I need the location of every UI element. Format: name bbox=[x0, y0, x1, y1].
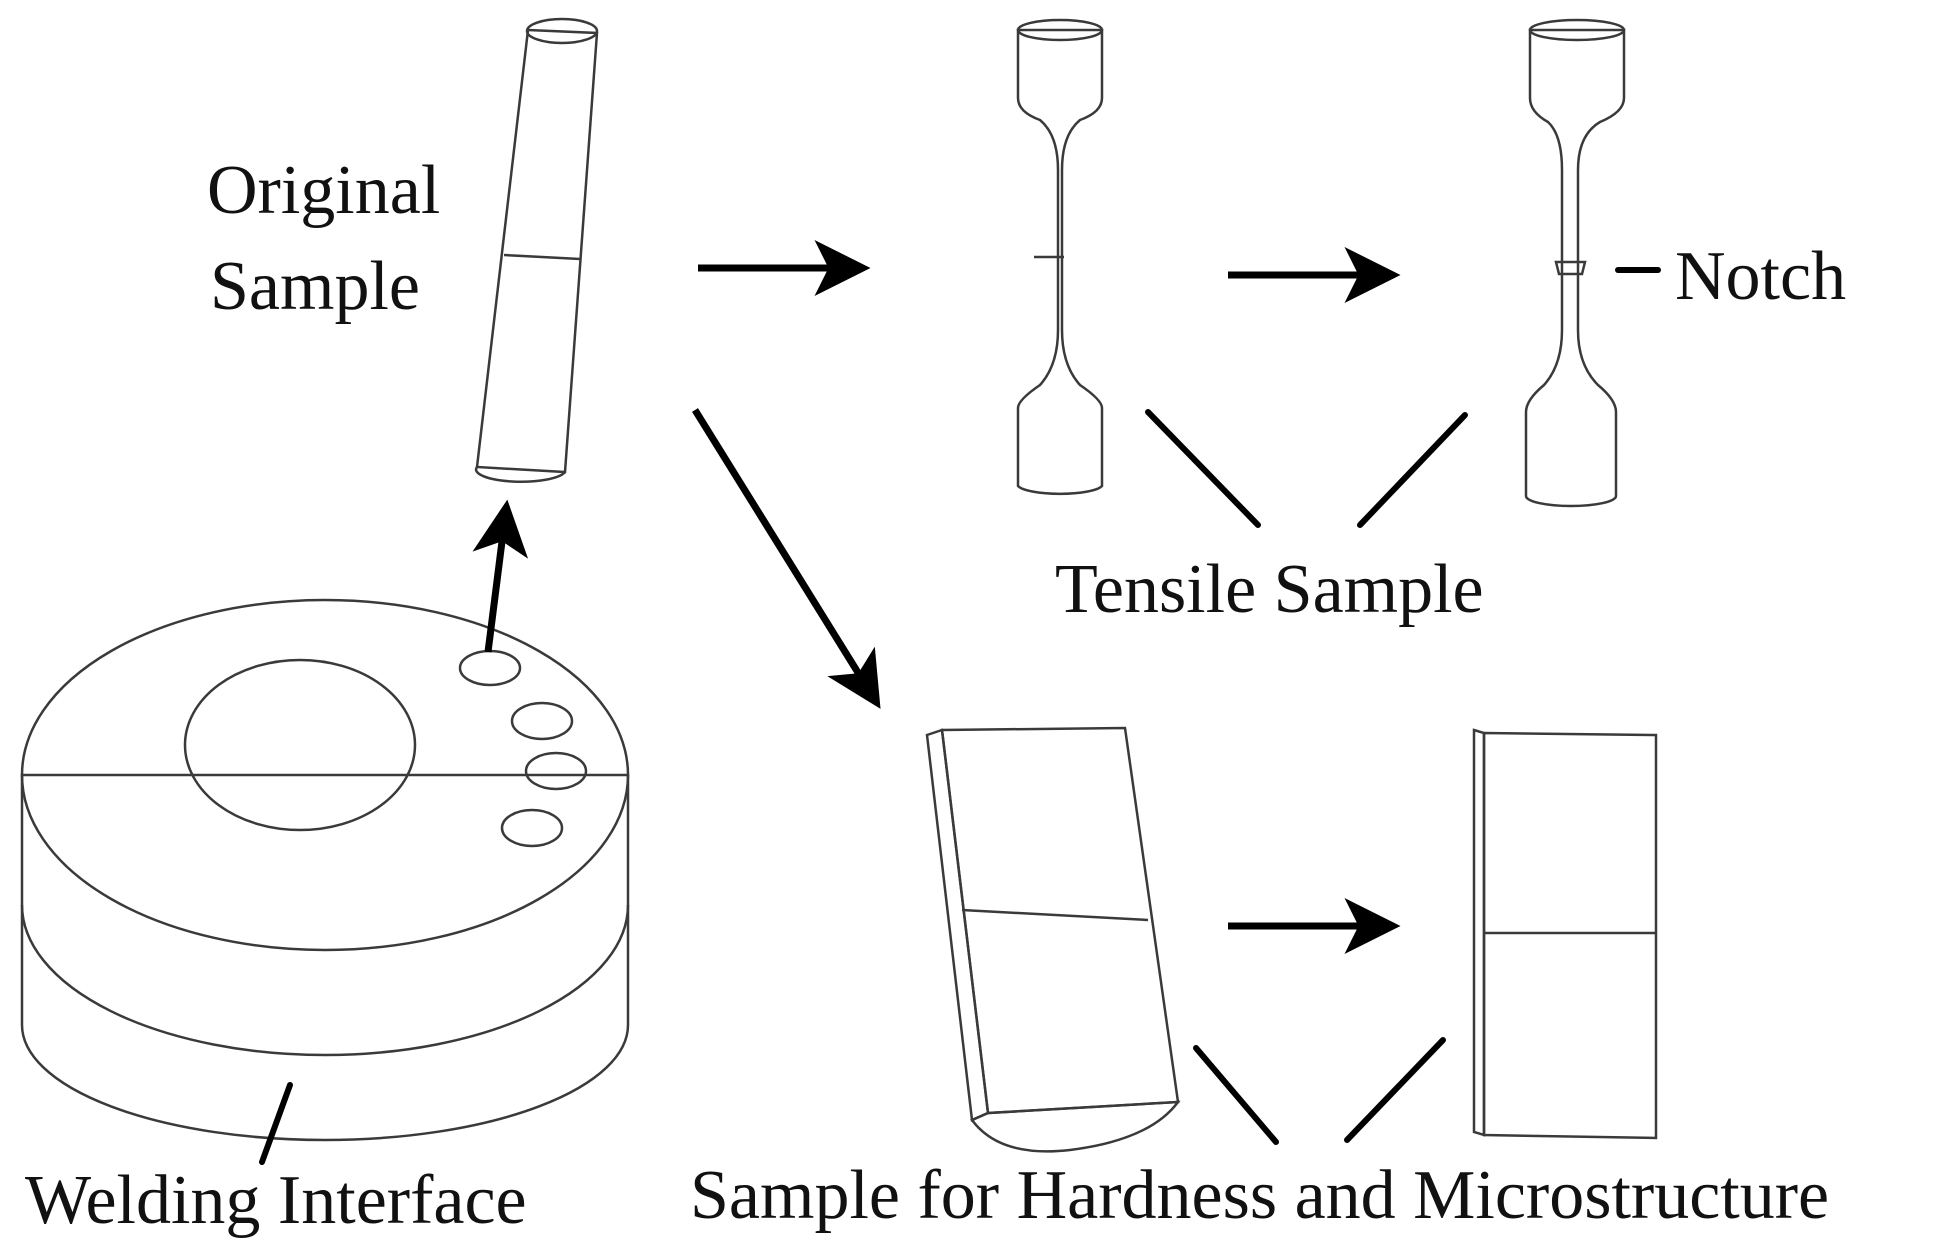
welding-interface-label: Welding Interface bbox=[25, 1162, 527, 1239]
original-sample-label: Original bbox=[207, 152, 440, 229]
sample-hole bbox=[458, 649, 522, 687]
sample-hole bbox=[524, 751, 588, 791]
sample-hole bbox=[500, 808, 564, 848]
welded-ring bbox=[20, 598, 630, 1142]
tensile-sample-1 bbox=[1016, 18, 1104, 496]
hardness-sample-1 bbox=[925, 726, 1181, 1153]
sample-hole bbox=[510, 701, 574, 741]
process-arrows bbox=[472, 240, 1401, 954]
notch-label: Notch bbox=[1675, 238, 1846, 315]
arrow-ring-to-sample bbox=[472, 499, 529, 653]
original-sample-label-line2: Sample bbox=[210, 248, 420, 325]
hardness-sample-label: Sample for Hardness and Microstructure bbox=[690, 1157, 1829, 1234]
tensile-sample-label: Tensile Sample bbox=[1055, 551, 1484, 628]
leader-lines bbox=[259, 267, 1661, 1165]
hardness-sample-2 bbox=[1472, 728, 1658, 1140]
tensile-sample-notched bbox=[1524, 18, 1626, 508]
arrow-to-hardness bbox=[692, 408, 881, 709]
original-sample-cylinder bbox=[474, 17, 599, 483]
